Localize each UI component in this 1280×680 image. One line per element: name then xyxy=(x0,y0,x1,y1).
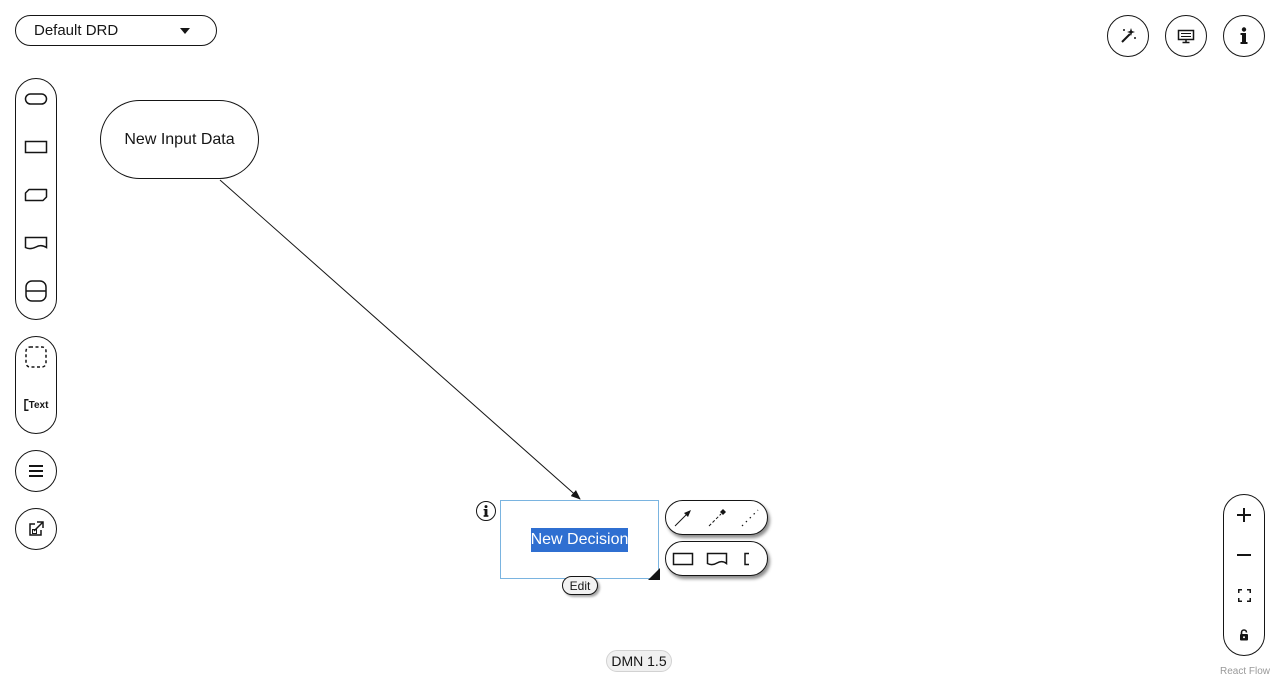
drd-selector[interactable]: Default DRD xyxy=(15,15,217,46)
decision-label[interactable]: New Decision xyxy=(530,527,629,552)
drg-elements-menu-button[interactable] xyxy=(15,450,57,492)
node-resize-handle[interactable] xyxy=(648,568,660,580)
handle-add-text-annotation[interactable] xyxy=(732,542,764,575)
handle-add-knowledge-source[interactable] xyxy=(701,542,733,575)
fit-view-icon xyxy=(1237,588,1251,602)
text-annotation-icon xyxy=(744,552,749,565)
properties-panel-button[interactable] xyxy=(1165,15,1207,57)
edge-handles-bar xyxy=(665,500,768,535)
external-nodes-icon xyxy=(29,521,44,536)
information-requirement-edge[interactable] xyxy=(219,179,581,500)
autolayout-button[interactable] xyxy=(1107,15,1149,57)
dmn-version-badge: DMN 1.5 xyxy=(606,650,672,672)
association-icon xyxy=(741,509,759,526)
decision-service-shape-icon xyxy=(25,280,47,302)
decision-shape-icon xyxy=(24,140,48,154)
properties-panel-icon xyxy=(1177,29,1195,44)
decision-shape-icon xyxy=(672,552,694,565)
toggle-interactivity-button[interactable] xyxy=(1224,615,1264,655)
info-button[interactable] xyxy=(1223,15,1265,57)
text-annotation-label: Text xyxy=(28,399,49,411)
group-shape-icon xyxy=(25,346,47,368)
zoom-in-button[interactable] xyxy=(1224,495,1264,535)
palette-decision-service[interactable] xyxy=(16,271,56,311)
fit-view-button[interactable] xyxy=(1224,575,1264,615)
handle-information-requirement[interactable] xyxy=(667,501,699,534)
information-requirement-icon xyxy=(674,509,691,526)
annotation-palette: Text xyxy=(15,336,57,434)
node-palette xyxy=(15,78,57,320)
knowledge-requirement-icon xyxy=(708,508,726,526)
palette-decision[interactable] xyxy=(16,127,56,167)
handle-knowledge-requirement[interactable] xyxy=(701,501,733,534)
handle-add-decision[interactable] xyxy=(667,542,699,575)
lock-icon xyxy=(1240,629,1248,641)
palette-group[interactable] xyxy=(16,337,56,377)
input-data-node[interactable]: New Input Data xyxy=(100,100,259,179)
node-handles-bar xyxy=(665,541,768,576)
external-nodes-button[interactable] xyxy=(15,508,57,550)
plus-icon xyxy=(1237,508,1251,522)
input-data-shape-icon xyxy=(24,93,48,105)
knowledge-source-shape-icon xyxy=(24,236,48,250)
knowledge-source-shape-icon xyxy=(706,552,728,565)
drd-selector-value: Default DRD xyxy=(34,22,119,39)
dmn-version-label: DMN 1.5 xyxy=(611,653,667,669)
palette-bkm[interactable] xyxy=(16,175,56,215)
caret-down-icon xyxy=(180,28,190,34)
palette-knowledge-source[interactable] xyxy=(16,223,56,263)
edit-button-label: Edit xyxy=(569,578,591,593)
react-flow-attribution[interactable]: React Flow xyxy=(1219,666,1270,677)
minus-icon xyxy=(1237,554,1251,556)
edit-decision-button[interactable]: Edit xyxy=(562,576,598,595)
bkm-shape-icon xyxy=(24,188,48,202)
input-data-label: New Input Data xyxy=(124,130,235,148)
text-annotation-icon: Text xyxy=(23,399,49,411)
palette-input-data[interactable] xyxy=(16,79,56,119)
palette-text-annotation[interactable]: Text xyxy=(16,385,56,425)
info-icon xyxy=(483,505,489,517)
handle-association[interactable] xyxy=(734,501,766,534)
zoom-controls xyxy=(1223,494,1265,656)
info-icon xyxy=(1240,27,1248,44)
magic-wand-icon xyxy=(1121,28,1136,43)
zoom-out-button[interactable] xyxy=(1224,535,1264,575)
decision-node[interactable]: New Decision xyxy=(500,500,659,579)
hamburger-menu-icon xyxy=(29,465,43,477)
node-info-button[interactable] xyxy=(476,501,496,521)
